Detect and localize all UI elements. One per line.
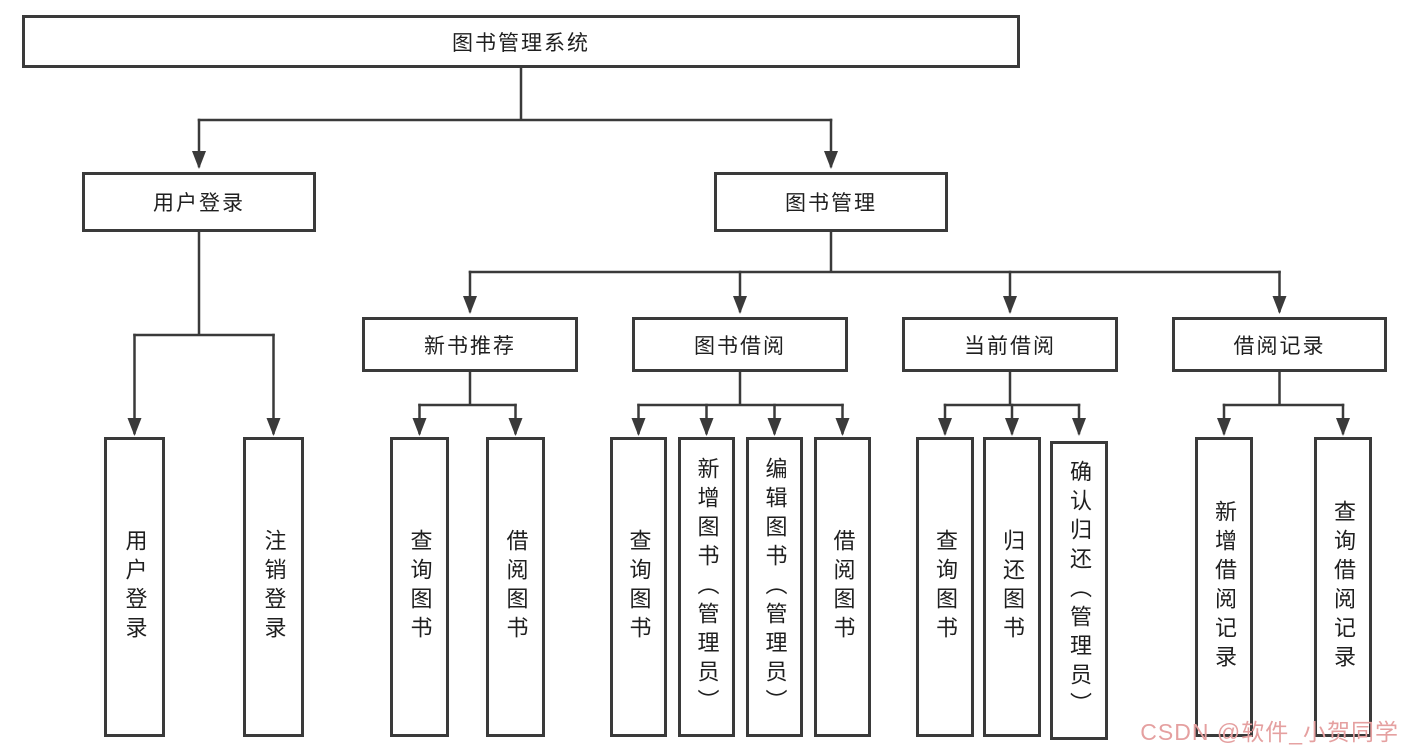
leaf-records-add: 新增借阅记录 xyxy=(1195,437,1253,737)
connector-current-borrow xyxy=(943,370,1081,407)
leaf-borrow-query: 查询图书 xyxy=(610,437,667,737)
leaf-newbook-query: 查询图书 xyxy=(390,437,449,737)
connector-borrow-records xyxy=(1222,370,1345,407)
watermark: CSDN @软件_小贺同学 xyxy=(1140,719,1399,745)
node-new-book-recommend: 新书推荐 xyxy=(362,317,578,372)
connector-book-management xyxy=(468,230,1281,274)
node-book-borrow: 图书借阅 xyxy=(632,317,848,372)
leaf-current-confirm-admin: 确认归还（管理员） xyxy=(1050,441,1108,740)
leaf-current-query: 查询图书 xyxy=(916,437,974,737)
leaf-records-query: 查询借阅记录 xyxy=(1314,437,1372,737)
connector-new-book-recommend xyxy=(418,370,517,407)
node-user-login: 用户登录 xyxy=(82,172,316,232)
leaf-logout: 注销登录 xyxy=(243,437,304,737)
leaf-current-return: 归还图书 xyxy=(983,437,1041,737)
leaf-newbook-borrow: 借阅图书 xyxy=(486,437,545,737)
leaf-borrow-borrow: 借阅图书 xyxy=(814,437,871,737)
node-book-management: 图书管理 xyxy=(714,172,948,232)
node-current-borrow: 当前借阅 xyxy=(902,317,1118,372)
connector-root xyxy=(197,66,833,122)
leaf-borrow-add-admin: 新增图书（管理员） xyxy=(678,437,735,737)
connector-user-login xyxy=(133,230,275,337)
node-root: 图书管理系统 xyxy=(22,15,1020,68)
leaf-user-login: 用户登录 xyxy=(104,437,165,737)
connector-book-borrow xyxy=(637,370,844,407)
leaf-borrow-edit-admin: 编辑图书（管理员） xyxy=(746,437,803,737)
node-borrow-records: 借阅记录 xyxy=(1172,317,1387,372)
